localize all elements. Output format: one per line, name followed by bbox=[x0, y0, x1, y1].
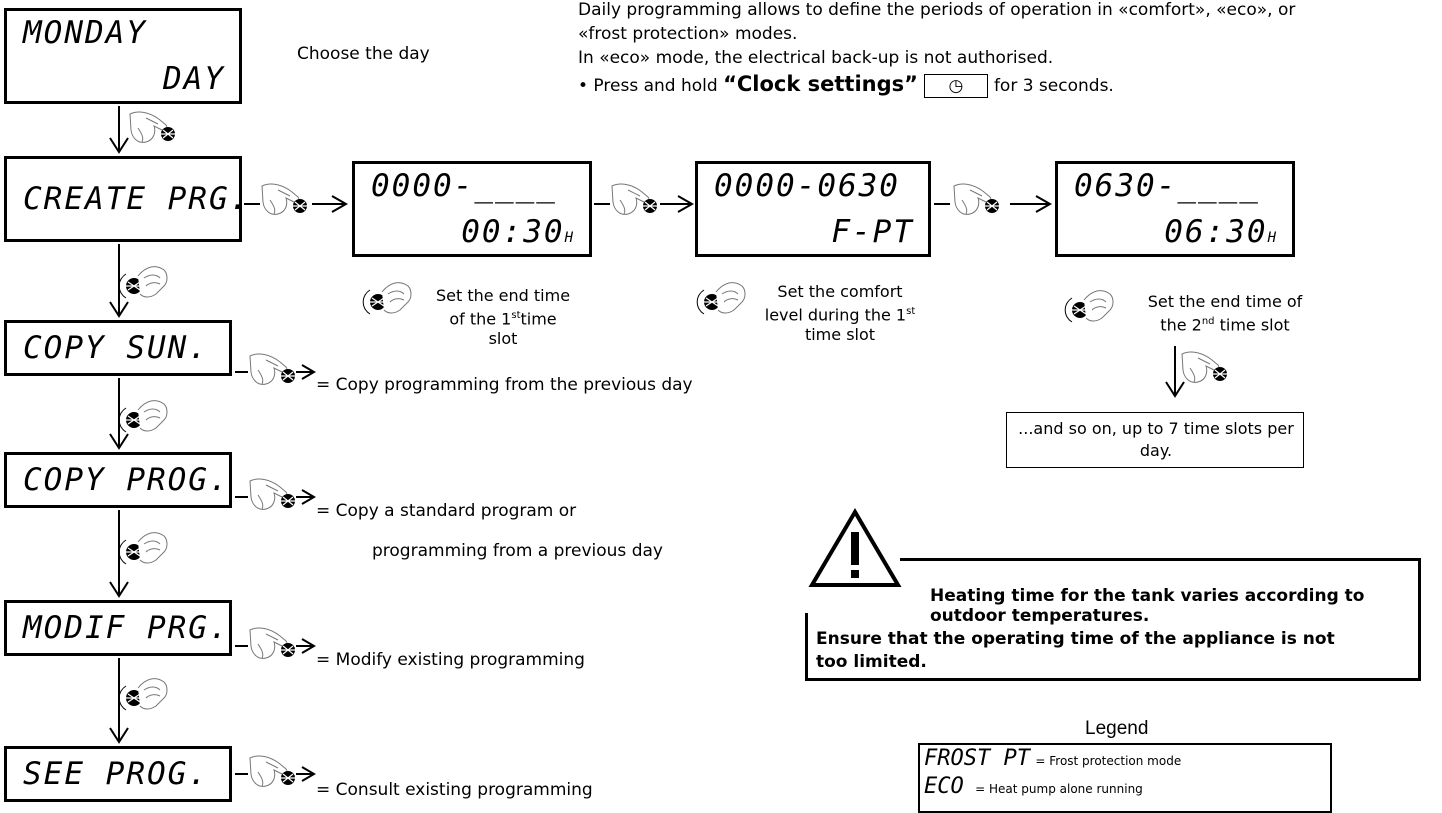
and-so-on-line1: ...and so on, up to 7 time slots per bbox=[1018, 419, 1294, 438]
lcd-line1: COPY PROG. bbox=[23, 462, 230, 498]
warning-triangle-icon bbox=[808, 508, 902, 587]
legend-eco-code: ECO bbox=[924, 774, 964, 799]
lcd-line1: 0000-0630 bbox=[714, 168, 900, 204]
horizontal-arrows bbox=[235, 195, 1053, 782]
caption-slot2: Set the end time of the 2nd time slot bbox=[1130, 292, 1320, 335]
clock-settings-button[interactable]: ◷ bbox=[923, 74, 988, 98]
intro-line-3: In «eco» mode, the electrical back-up is… bbox=[578, 48, 1054, 68]
caption-line: Set the end time bbox=[435, 286, 571, 305]
lcd-line2: 06:30H bbox=[1164, 214, 1278, 250]
caption-line: slot bbox=[488, 329, 518, 349]
lcd-line1: SEE PROG. bbox=[23, 756, 209, 792]
caption-comfort: Set the comfort level during the 1st tim… bbox=[750, 282, 930, 345]
hand-press-icon bbox=[249, 627, 296, 659]
caption-part: time slot bbox=[1214, 315, 1290, 335]
caption-slot1: Set the end time of the 1sttime slot bbox=[418, 286, 588, 349]
caption-sup: st bbox=[906, 306, 916, 317]
hand-press-icon bbox=[261, 183, 308, 215]
caption-line: Set the comfort bbox=[777, 282, 903, 301]
hand-rotate-knob-icon bbox=[118, 678, 168, 711]
lcd-line2: DAY bbox=[163, 61, 225, 97]
legend-frost-desc: = Frost protection mode bbox=[1035, 754, 1182, 768]
hand-press-icon bbox=[611, 183, 658, 215]
hand-rotate-knob-icon bbox=[696, 282, 746, 315]
caption-part: time bbox=[520, 309, 557, 329]
hand-rotate-knob-icon bbox=[1064, 290, 1114, 323]
intro-line-2: «frost protection» modes. bbox=[578, 24, 798, 44]
consult-text: = Consult existing programming bbox=[316, 780, 593, 800]
legend-title: Legend bbox=[1085, 718, 1149, 739]
copy-standard-line2: programming from a previous day bbox=[372, 541, 663, 561]
press-prefix: • Press and hold bbox=[578, 76, 724, 96]
hand-rotate-knob-icon bbox=[118, 532, 168, 565]
clock-settings-label: “Clock settings” bbox=[723, 72, 918, 96]
modify-text: = Modify existing programming bbox=[316, 650, 585, 670]
caption-line: time slot bbox=[804, 325, 876, 345]
clock-icon: ◷ bbox=[948, 76, 964, 96]
warning-box-top-edge bbox=[900, 558, 1421, 561]
lcd-line1: 0630-____ bbox=[1074, 168, 1260, 204]
lcd-time: 06:30 bbox=[1164, 214, 1268, 250]
caption-sup: st bbox=[511, 310, 521, 321]
hand-press-icon bbox=[1181, 351, 1228, 383]
lcd-line1: COPY SUN. bbox=[23, 330, 209, 366]
lcd-line2: 00:30H bbox=[461, 214, 575, 250]
caption-part: level during the 1 bbox=[764, 305, 907, 325]
caption-sup: nd bbox=[1201, 316, 1215, 327]
legend-eco-row: ECO = Heat pump alone running bbox=[924, 776, 1143, 800]
lcd-slot2-end: 0630-____ 06:30H bbox=[1055, 161, 1295, 257]
legend-eco-desc: = Heat pump alone running bbox=[975, 782, 1143, 796]
hand-press-icon bbox=[953, 183, 1000, 215]
hand-press-icon bbox=[249, 478, 296, 510]
warning-line1: Heating time for the tank varies accordi… bbox=[930, 586, 1365, 606]
choose-day-text: Choose the day bbox=[297, 44, 430, 64]
vertical-arrows bbox=[109, 106, 1185, 744]
warning-line2: outdoor temperatures. bbox=[930, 606, 1150, 626]
caption-line: Set the end time of bbox=[1147, 292, 1303, 311]
caption-line: of the 1sttime bbox=[418, 306, 588, 329]
hand-rotate-knob-icon bbox=[362, 282, 412, 315]
lcd-line1: 0000-____ bbox=[371, 168, 557, 204]
lcd-comfort-level: 0000-0630 F-PT bbox=[695, 161, 931, 257]
caption-line: the 2nd time slot bbox=[1130, 312, 1320, 335]
intro-line-1: Daily programming allows to define the p… bbox=[578, 0, 1296, 20]
lcd-line1: MONDAY bbox=[23, 15, 147, 51]
lcd-time: 00:30 bbox=[461, 214, 565, 250]
warning-box-frame bbox=[805, 613, 1418, 681]
caption-part: the 2 bbox=[1160, 315, 1202, 335]
warning-line4: too limited. bbox=[816, 652, 927, 672]
lcd-line1: MODIF PRG. bbox=[23, 610, 230, 646]
press-suffix: for 3 seconds. bbox=[993, 76, 1114, 96]
lcd-unit: H bbox=[1267, 230, 1278, 246]
hand-rotate-knob-icon bbox=[118, 266, 168, 299]
lcd-line1: CREATE PRG. bbox=[23, 181, 251, 217]
and-so-on-box: ...and so on, up to 7 time slots per day… bbox=[1006, 412, 1304, 468]
copy-previous-day-text: = Copy programming from the previous day bbox=[316, 375, 693, 395]
hand-press-icon bbox=[249, 755, 296, 787]
lcd-see-prog: SEE PROG. bbox=[4, 746, 232, 802]
caption-part: of the 1 bbox=[449, 309, 512, 329]
hand-press-icon bbox=[129, 111, 176, 143]
lcd-modif-prg: MODIF PRG. bbox=[4, 600, 232, 656]
hand-press-icon bbox=[249, 353, 296, 385]
lcd-line2: F-PT bbox=[831, 214, 914, 250]
copy-standard-line1: = Copy a standard program or bbox=[316, 501, 577, 521]
lcd-monday-day: MONDAY DAY bbox=[4, 8, 242, 104]
hand-rotate-knob-icon bbox=[118, 400, 168, 433]
arrowhead bbox=[109, 137, 129, 154]
caption-line: level during the 1st bbox=[750, 302, 930, 325]
lcd-create-prg: CREATE PRG. bbox=[4, 156, 248, 242]
and-so-on-line2: day. bbox=[1139, 441, 1173, 460]
legend-frost-row: FROST PT = Frost protection mode bbox=[924, 748, 1181, 772]
lcd-copy-prog: COPY PROG. bbox=[4, 452, 232, 508]
lcd-unit: H bbox=[564, 230, 575, 246]
warning-line3: Ensure that the operating time of the ap… bbox=[816, 629, 1335, 649]
lcd-copy-sun: COPY SUN. bbox=[4, 320, 232, 376]
press-hold-instruction: • Press and hold “Clock settings” ◷ for 3 … bbox=[578, 72, 1114, 98]
legend-frost-code: FROST PT bbox=[924, 746, 1030, 771]
lcd-slot1-end: 0000-____ 00:30H bbox=[352, 161, 592, 257]
